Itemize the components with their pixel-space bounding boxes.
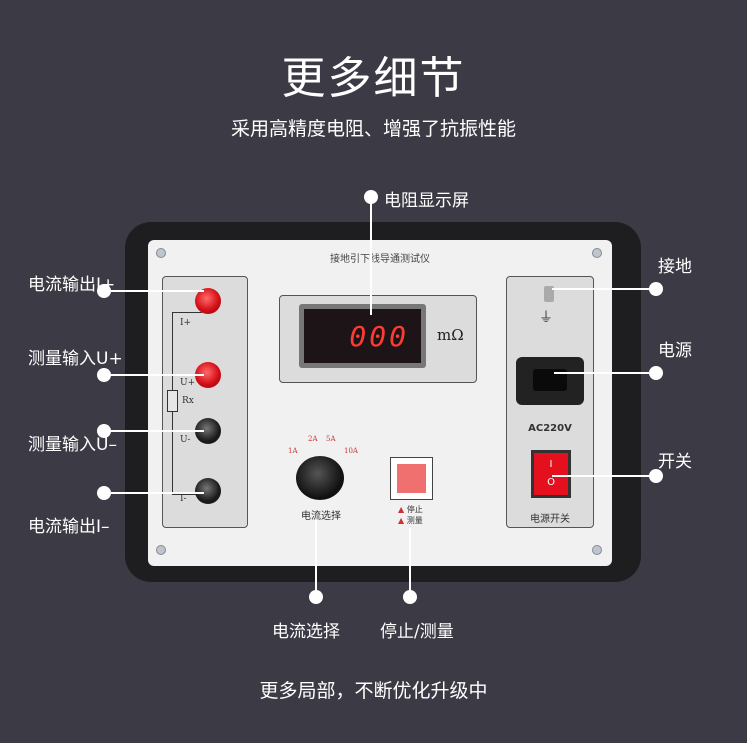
u-minus-label: U-: [180, 435, 191, 445]
screw-icon: [156, 248, 166, 258]
callout-dot: [649, 282, 663, 296]
footer-text: 更多局部，不断优化升级中: [259, 680, 488, 702]
page-title: 更多细节: [281, 53, 466, 104]
knob-label: 电流选择: [301, 511, 341, 522]
callout-dot: [364, 190, 378, 204]
measure-legend: 测量: [406, 516, 423, 525]
option-1a: 1A: [288, 447, 298, 455]
callout-i-plus: 电流输出I+: [28, 275, 116, 295]
callout-dot: [403, 590, 417, 604]
screw-icon: [592, 545, 602, 555]
option-5a: 5A: [326, 435, 336, 443]
i-plus-label: I+: [180, 318, 192, 328]
callout-power: 电源: [658, 341, 692, 361]
stop-legend: 停止: [406, 505, 423, 514]
stop-measure-button[interactable]: [390, 457, 433, 500]
option-10a: 10A: [344, 447, 358, 455]
i-minus-terminal[interactable]: [195, 478, 221, 504]
callout-dot: [309, 590, 323, 604]
callout-display: 电阻显示屏: [384, 191, 469, 211]
callout-current-select: 电流选择: [272, 622, 340, 642]
screw-icon: [592, 248, 602, 258]
display-frame: 000: [299, 304, 426, 368]
callout-dot: [97, 424, 111, 438]
callout-dot: [97, 486, 111, 500]
callout-switch: 开关: [658, 452, 692, 472]
ground-icon: ⏚: [539, 310, 553, 326]
unit-label: mΩ: [437, 326, 464, 344]
callout-i-minus: 电流输出I–: [28, 517, 110, 537]
switch-off-mark: O: [547, 477, 555, 488]
resistance-reading: 000: [349, 319, 409, 353]
power-switch-label: 电源开关: [530, 514, 570, 525]
callout-dot: [649, 366, 663, 380]
callout-u-minus: 测量输入U–: [28, 435, 117, 455]
u-plus-label: U+: [180, 378, 196, 388]
callout-dot: [649, 469, 663, 483]
callout-stop-measure: 停止/测量: [380, 622, 454, 642]
power-rating: AC220V: [528, 423, 572, 434]
device-name: 接地引下线导通测试仪: [330, 254, 430, 265]
current-select-knob[interactable]: [296, 456, 344, 500]
rx-label: Rx: [182, 396, 194, 406]
callout-dot: [97, 284, 111, 298]
power-switch[interactable]: I O: [531, 450, 571, 498]
option-2a: 2A: [308, 435, 318, 443]
page-subtitle: 采用高精度电阻、增强了抗振性能: [230, 118, 516, 140]
callout-ground: 接地: [658, 257, 692, 277]
resistor-icon: [167, 390, 178, 412]
ground-terminal[interactable]: [544, 286, 554, 302]
i-minus-label: I-: [180, 494, 187, 504]
callout-u-plus: 测量输入U+: [28, 349, 123, 369]
i-plus-terminal[interactable]: [195, 288, 221, 314]
switch-on-mark: I: [549, 459, 553, 470]
power-socket[interactable]: [516, 357, 584, 405]
callout-dot: [97, 368, 111, 382]
screw-icon: [156, 545, 166, 555]
